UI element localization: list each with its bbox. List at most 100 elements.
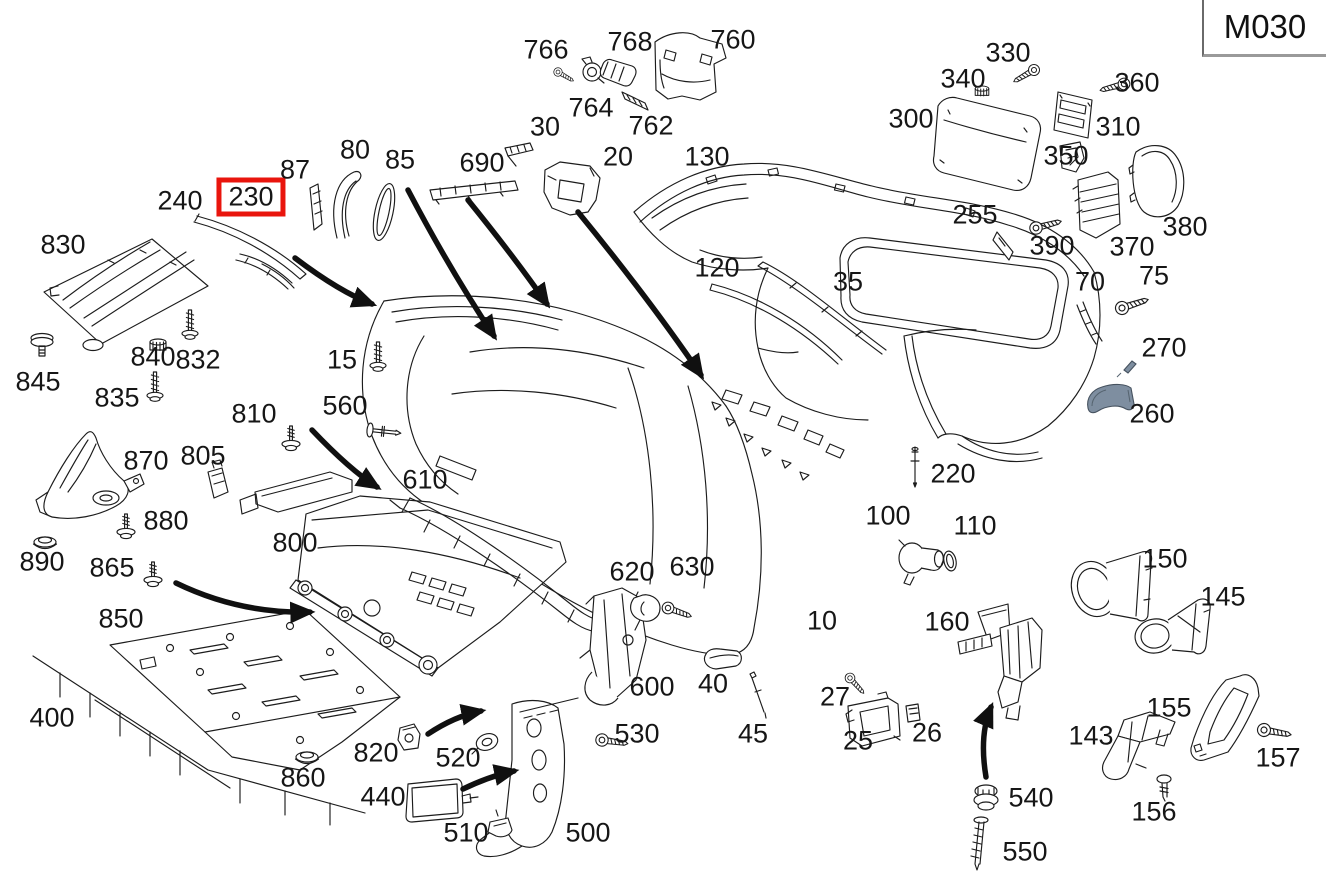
part-500-drawing: [475, 697, 579, 858]
part-260-drawing: [1087, 383, 1135, 414]
part-label-540: 540: [1008, 782, 1054, 813]
part-label-840: 840: [130, 341, 176, 372]
part-560-drawing: [366, 422, 402, 438]
part-label-10: 10: [806, 605, 838, 636]
part-600-drawing: [579, 587, 647, 706]
part-label-810: 810: [231, 398, 277, 429]
part-255-drawing: [992, 231, 1014, 261]
part-label-832: 832: [175, 344, 221, 375]
part-label-768: 768: [607, 26, 653, 57]
part-550-drawing: [970, 816, 989, 871]
part-800-drawing: [239, 471, 567, 677]
part-label-155: 155: [1146, 692, 1192, 723]
part-35-drawing: [757, 261, 887, 355]
part-label-850: 850: [98, 603, 144, 634]
part-160-drawing: [957, 603, 1043, 721]
part-label-766: 766: [523, 34, 569, 65]
part-764-762-drawing: [621, 91, 649, 111]
part-label-370: 370: [1109, 231, 1155, 262]
part-label-255: 255: [952, 199, 998, 230]
part-30-drawing: [504, 142, 534, 167]
part-805-drawing: [207, 459, 229, 499]
part-145-drawing: [1134, 598, 1211, 655]
part-220-drawing: [910, 446, 920, 488]
part-label-25: 25: [842, 725, 874, 756]
part-510-drawing: [487, 809, 513, 838]
part-label-270: 270: [1141, 332, 1187, 363]
part-label-400: 400: [29, 702, 75, 733]
part-690-drawing: [429, 180, 519, 205]
part-label-310: 310: [1095, 111, 1141, 142]
part-label-20: 20: [602, 141, 634, 172]
part-label-87: 87: [279, 154, 311, 185]
part-156-drawing: [1156, 774, 1172, 802]
part-label-30: 30: [529, 111, 561, 142]
part-label-845: 845: [15, 366, 61, 397]
part-label-360: 360: [1114, 67, 1160, 98]
drawing-code: M030: [1223, 8, 1307, 45]
part-270-drawing: [1116, 360, 1137, 378]
part-label-157: 157: [1255, 742, 1301, 773]
part-label-330: 330: [985, 37, 1031, 68]
part-label-550: 550: [1002, 836, 1048, 867]
part-label-75: 75: [1138, 260, 1170, 291]
part-110-drawing: [943, 550, 957, 572]
part-370-drawing: [1072, 171, 1121, 239]
part-label-40: 40: [697, 668, 729, 699]
part-label-880: 880: [143, 505, 189, 536]
part-300-drawing: [932, 96, 1042, 192]
part-230-drawing: [235, 253, 295, 290]
part-label-156: 156: [1131, 796, 1177, 827]
part-label-100: 100: [865, 500, 911, 531]
part-label-560: 560: [322, 390, 368, 421]
part-143-drawing: [1102, 711, 1176, 781]
part-label-380: 380: [1162, 211, 1208, 242]
part-87-drawing: [309, 183, 323, 231]
drawing-code-box: M030: [1202, 0, 1326, 57]
part-label-620: 620: [609, 556, 655, 587]
part-label-220: 220: [930, 458, 976, 489]
part-label-27: 27: [819, 681, 851, 712]
part-label-70: 70: [1074, 266, 1106, 297]
part-label-110: 110: [953, 510, 997, 541]
part-label-860: 860: [280, 762, 326, 793]
part-label-26: 26: [911, 717, 943, 748]
part-label-820: 820: [353, 737, 399, 768]
part-label-45: 45: [737, 718, 769, 749]
part-label-145: 145: [1200, 581, 1246, 612]
part-label-150: 150: [1142, 543, 1188, 574]
part-label-130: 130: [684, 141, 730, 172]
part-label-120: 120: [694, 252, 740, 283]
part-label-510: 510: [443, 817, 489, 848]
pointer-arrows: [173, 187, 994, 792]
part-label-390: 390: [1029, 230, 1075, 261]
part-label-830: 830: [40, 229, 86, 260]
part-26-drawing: [905, 703, 921, 723]
part-label-805: 805: [180, 440, 226, 471]
part-150-drawing: [1070, 551, 1153, 622]
part-label-230: 230: [216, 177, 286, 217]
part-label-80: 80: [339, 134, 371, 165]
part-label-340: 340: [940, 63, 986, 94]
part-label-520: 520: [435, 742, 481, 773]
part-label-440: 440: [360, 781, 406, 812]
part-830-drawing: [43, 238, 209, 352]
part-label-870: 870: [123, 445, 169, 476]
part-label-35: 35: [832, 266, 864, 297]
part-70-drawing: [1076, 301, 1103, 345]
part-label-15: 15: [326, 344, 358, 375]
part-380-drawing: [1128, 145, 1185, 218]
part-620-drawing: [630, 594, 661, 631]
part-820-drawing: [397, 723, 421, 751]
part-100-drawing: [898, 539, 945, 586]
part-label-85: 85: [384, 144, 416, 175]
part-25-drawing: [845, 691, 901, 747]
part-45-drawing: [749, 671, 767, 719]
part-label-350: 350: [1043, 140, 1089, 171]
part-label-762: 762: [628, 110, 674, 141]
part-120-drawing: [709, 283, 843, 365]
part-label-890: 890: [19, 546, 65, 577]
